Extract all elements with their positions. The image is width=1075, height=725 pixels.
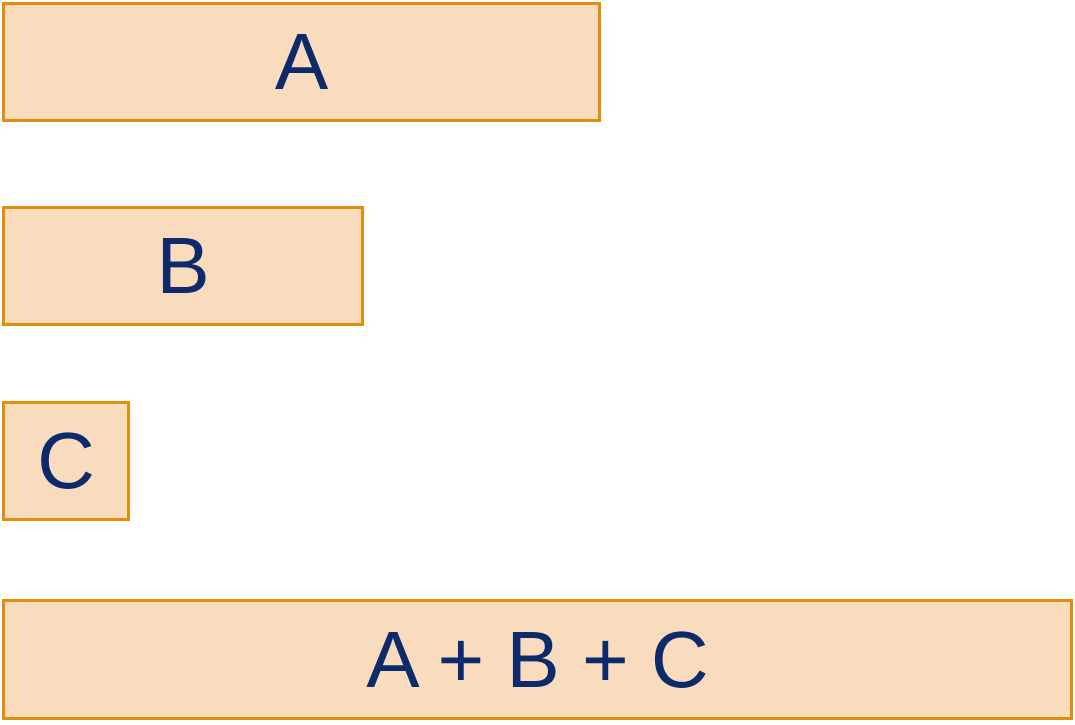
bar-b-label: B bbox=[156, 221, 210, 310]
bar-a-label: A bbox=[274, 17, 329, 106]
bar-sum-label: A + B + C bbox=[366, 614, 709, 704]
bar-c-label: C bbox=[37, 416, 95, 505]
bar-a: A bbox=[2, 2, 601, 122]
bar-c: C bbox=[2, 401, 130, 521]
bar-sum: A + B + C bbox=[2, 599, 1073, 720]
bar-b: B bbox=[2, 206, 364, 326]
